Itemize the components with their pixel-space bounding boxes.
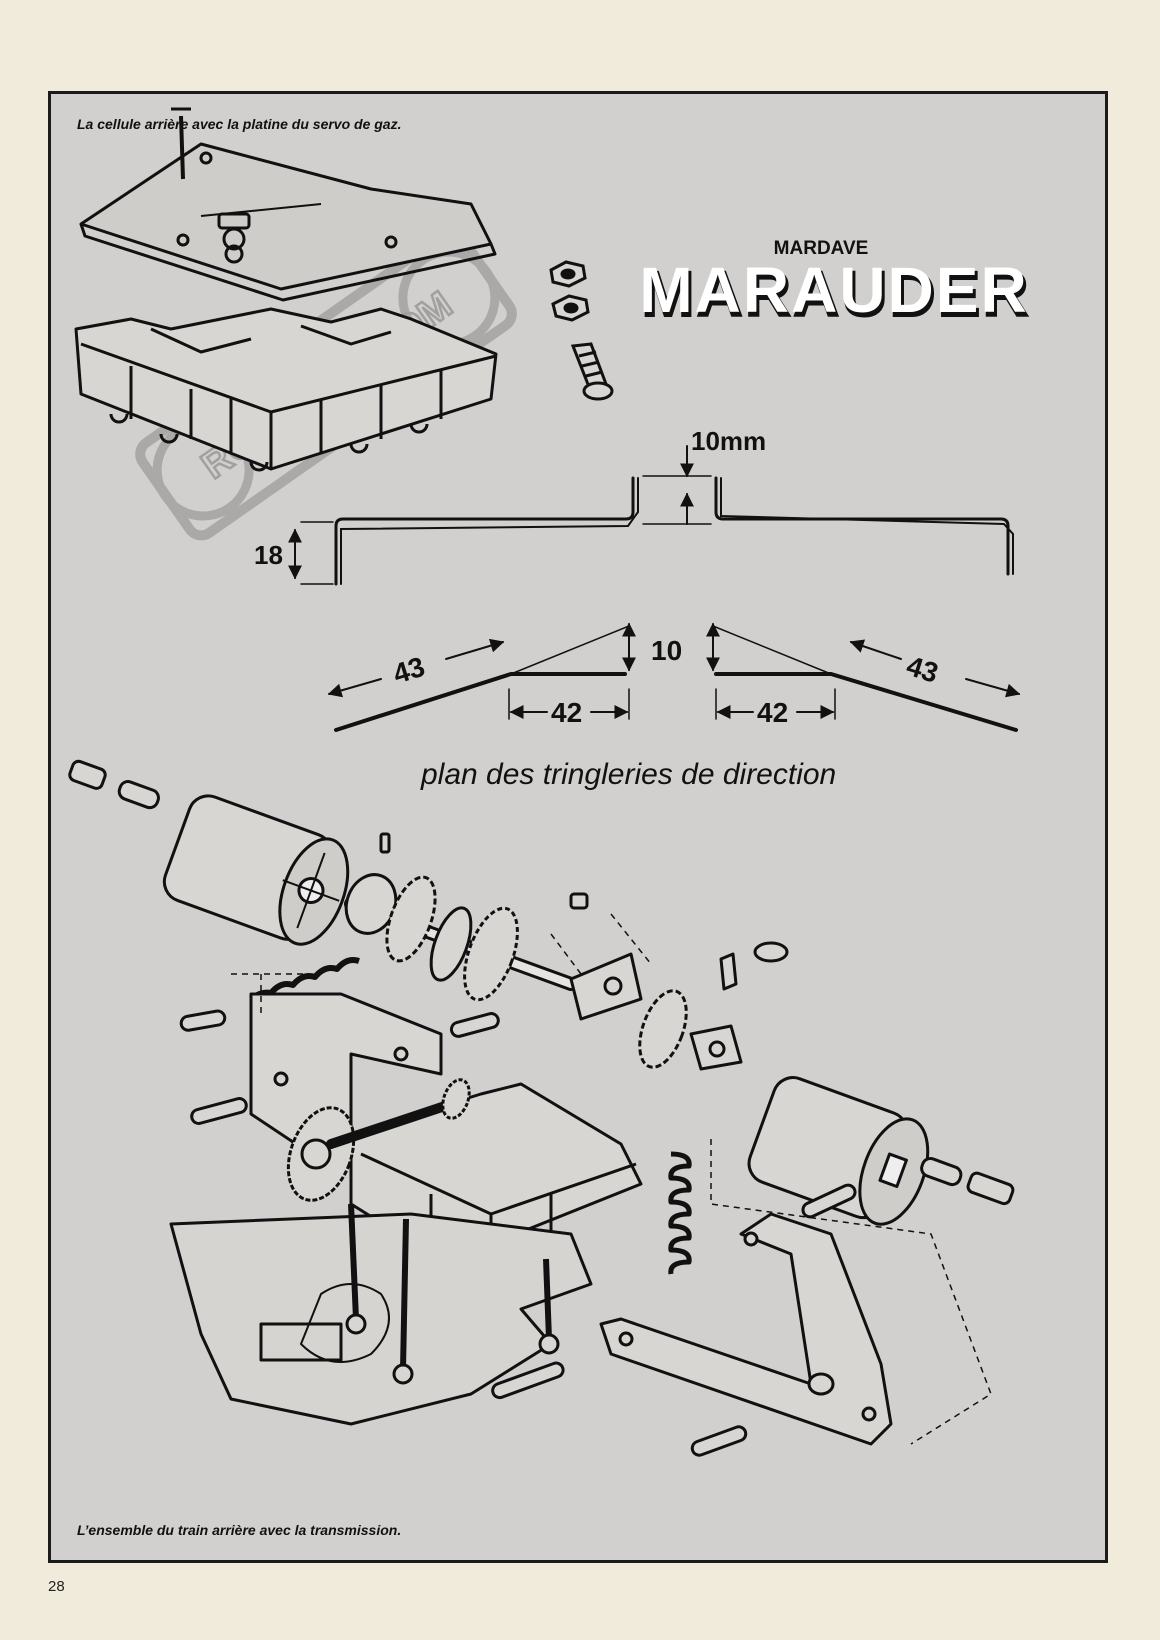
caption-top: La cellule arrière avec la platine du se… [77, 116, 402, 132]
technical-drawing: RC-PAPER.COM [68, 107, 1030, 1457]
dim-right-short: 42 [757, 697, 788, 728]
caption-bottom: L’ensemble du train arrière avec la tran… [77, 1522, 402, 1538]
dimension-labels: 10mm 18 10 43 43 42 42 [254, 426, 942, 728]
dim-gap-top: 10mm [691, 426, 766, 456]
steering-linkage-drawing [288, 445, 1021, 732]
drawing-title: plan des tringleries de direction [420, 758, 836, 791]
illustration-panel: RC-PAPER.COM [48, 91, 1108, 1563]
dim-left-long: 43 [389, 651, 428, 690]
servo-plate-illustration [74, 107, 498, 472]
rear-transmission-illustration [68, 759, 1015, 1457]
dim-left-short: 42 [551, 697, 582, 728]
brand-model-highlight: MARAUDER [639, 254, 1028, 326]
brand-model: MARAUDER [641, 258, 1030, 330]
brand-maker: MARDAVE [774, 238, 869, 259]
dim-height-left: 18 [254, 540, 283, 570]
nut-and-screw-parts [549, 260, 614, 401]
dim-gap-mid: 10 [651, 635, 682, 666]
page-number: 28 [48, 1578, 65, 1595]
brand-logo: MARDAVE MARAUDER MARAUDER [639, 238, 1030, 331]
dim-right-long: 43 [903, 650, 942, 689]
